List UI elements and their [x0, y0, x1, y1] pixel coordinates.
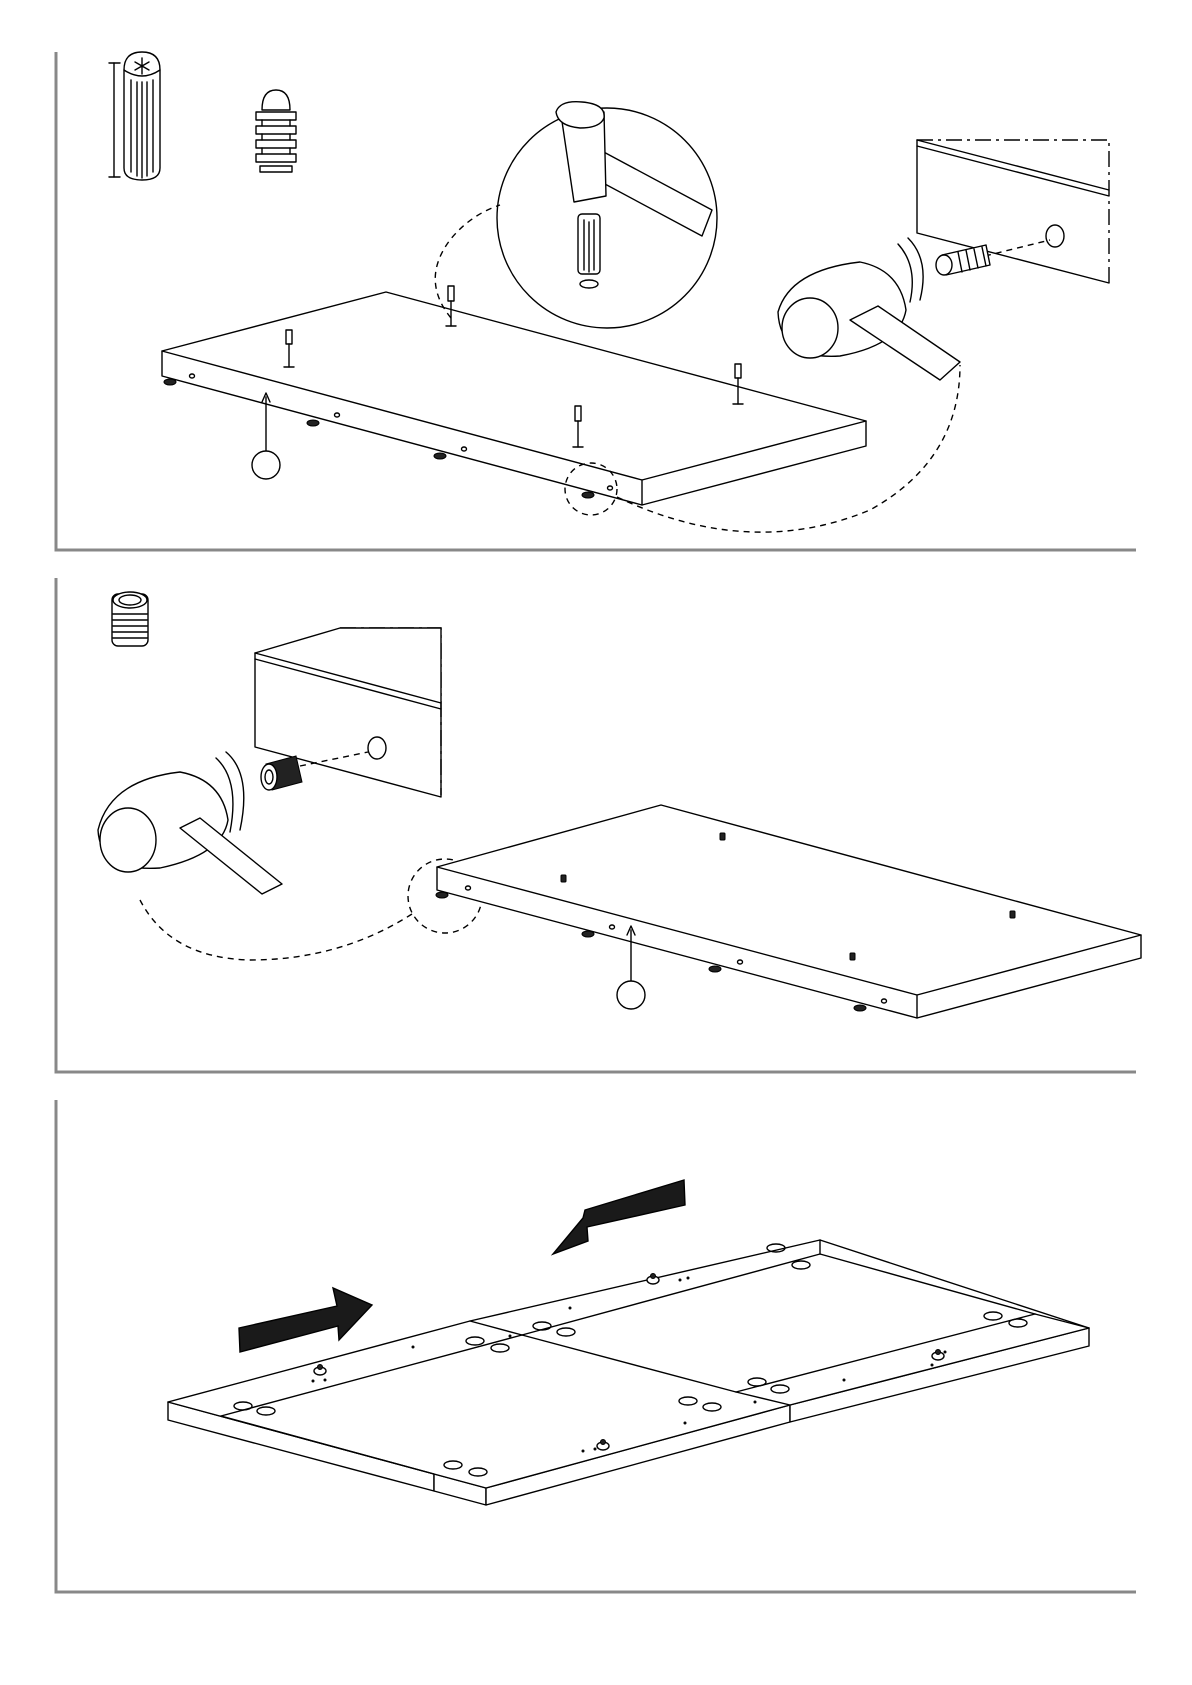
push-right-arrow: [239, 1288, 372, 1352]
magnifier-detail: [435, 102, 717, 328]
threaded-insert-icon: [261, 756, 302, 790]
threaded-insert-icon: [112, 592, 148, 646]
push-left-arrow: [553, 1180, 685, 1254]
plastic-dowel-icon: [256, 90, 296, 172]
wooden-dowel-icon: [109, 52, 160, 180]
step-3-panel: [56, 1100, 1136, 1592]
step-1-panel: [56, 52, 1136, 550]
step-2-board: [437, 805, 1141, 1018]
step-2-panel: [56, 578, 1141, 1072]
plastic-dowel-icon: [936, 245, 990, 275]
insert-edge-detail: [98, 628, 482, 960]
joined-panels: [168, 1240, 1089, 1505]
mallet-icon: [98, 752, 282, 894]
mallet-icon: [778, 238, 960, 380]
